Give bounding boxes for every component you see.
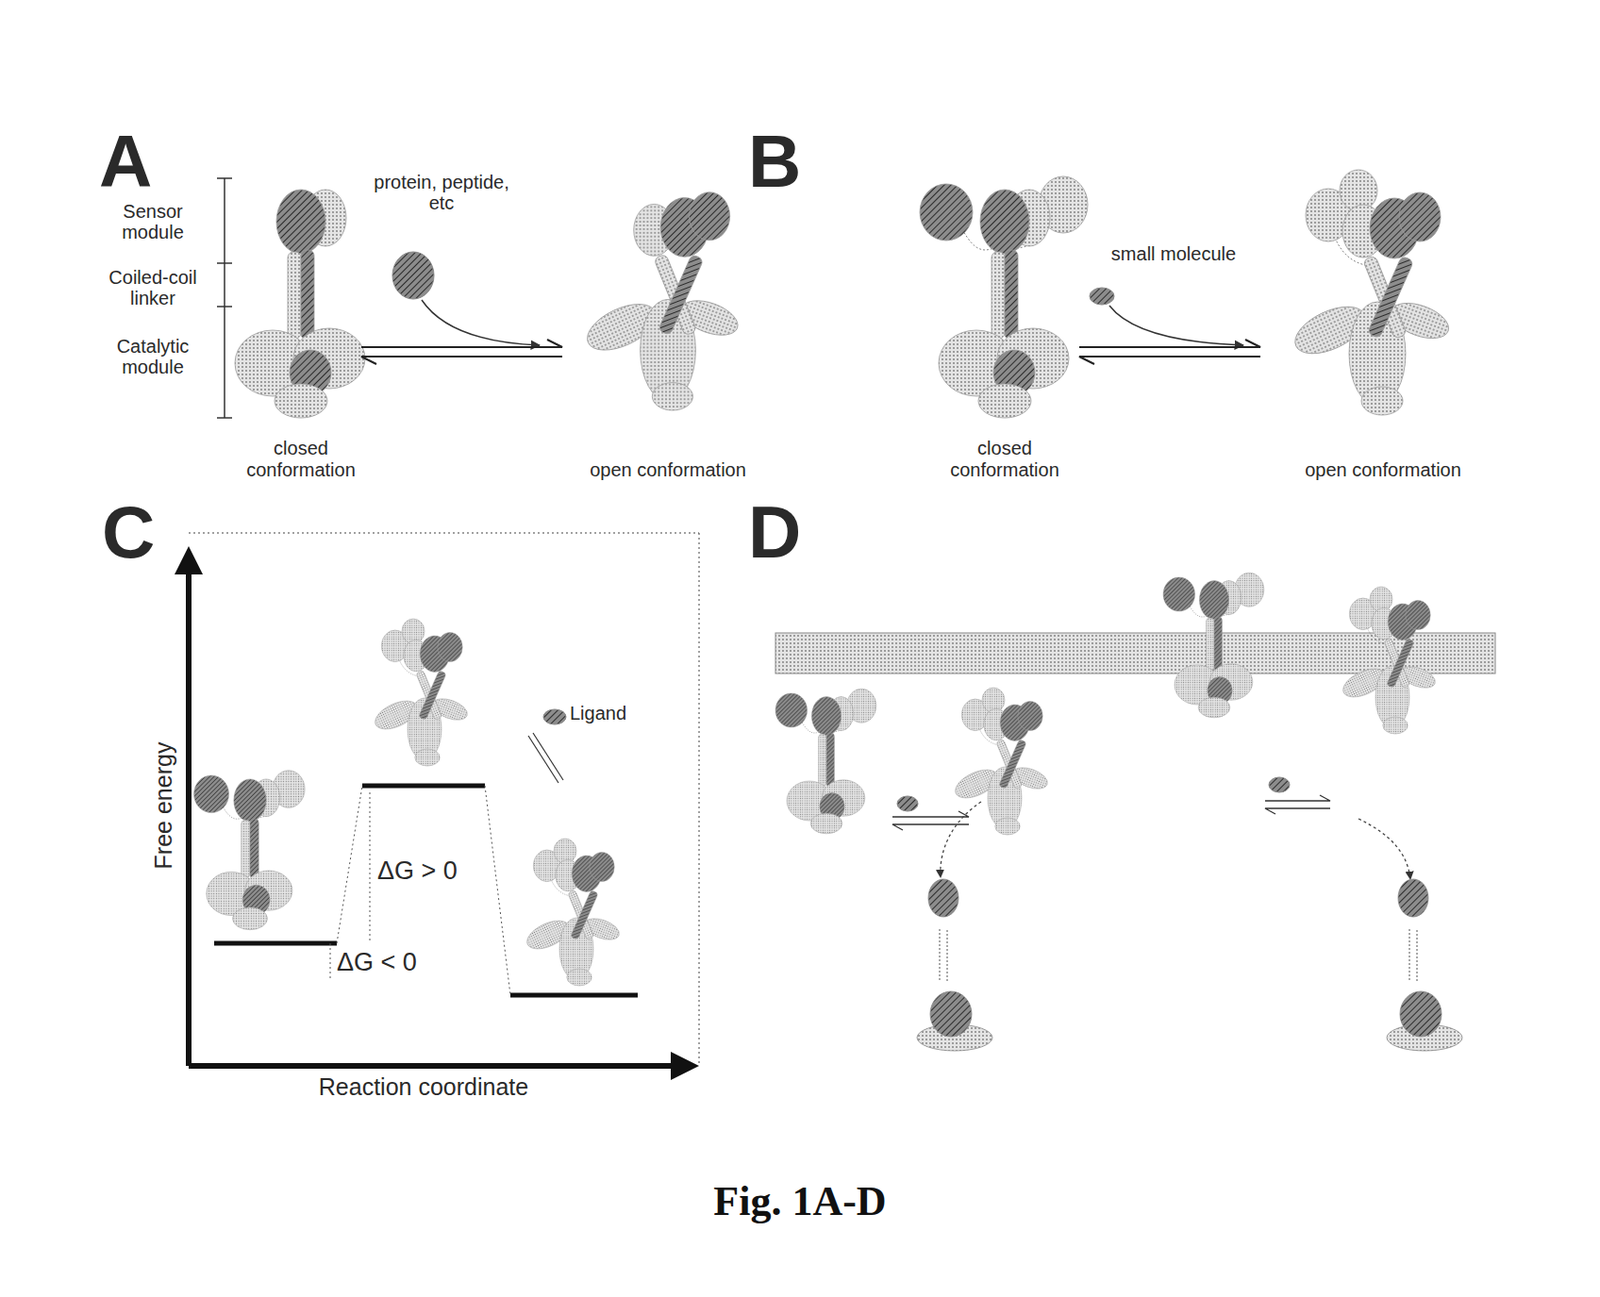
open-protein xyxy=(1287,192,1453,416)
equilibrium-arrows xyxy=(892,795,1331,831)
arrow-stroke xyxy=(361,339,563,348)
target-complex xyxy=(916,991,1463,1051)
state-label: open conformation xyxy=(587,459,749,482)
closed-protein xyxy=(938,189,1069,418)
binding-equilibrium xyxy=(939,929,1417,982)
ligand-bound-protein xyxy=(522,851,622,986)
ligand-molecule xyxy=(543,709,567,725)
module-bracket xyxy=(216,178,233,418)
axis-label: Reaction coordinate xyxy=(282,1073,566,1100)
energy-label: ΔG > 0 xyxy=(377,856,491,885)
module-label: Coiled-coil linker xyxy=(91,266,215,309)
membrane-closed-protein xyxy=(1174,581,1253,718)
state-label: open conformation xyxy=(1302,459,1464,482)
y-axis xyxy=(185,551,192,1067)
binding-arrow xyxy=(1109,305,1244,346)
ligand-label: Ligand xyxy=(569,702,655,724)
open-protein xyxy=(370,632,470,767)
module-label: Sensor module xyxy=(96,200,210,243)
panel-letter: A xyxy=(99,120,184,203)
activation-arrow xyxy=(940,801,1411,880)
open-protein xyxy=(580,192,743,411)
conformation-node: open conformation xyxy=(566,179,770,482)
panel-letter: B xyxy=(748,120,834,203)
panel-letter: C xyxy=(101,491,187,574)
arrow-stroke xyxy=(1079,339,1261,348)
module-label: Catalytic module xyxy=(96,335,210,378)
binding-arrow xyxy=(421,300,540,346)
small-molecule xyxy=(897,796,918,812)
closed-protein xyxy=(786,697,866,834)
ligand-arrow xyxy=(528,733,564,784)
plot-frame xyxy=(188,533,700,1067)
arrow-stroke xyxy=(1079,356,1261,365)
closed-protein xyxy=(206,779,293,931)
energy-label: ΔG < 0 xyxy=(336,948,450,977)
x-axis xyxy=(188,1063,694,1069)
membrane-open-protein xyxy=(1338,600,1438,734)
equilibrium-arrow xyxy=(361,339,563,365)
closed-protein xyxy=(234,189,366,418)
conformation-node: closed conformation xyxy=(933,179,1076,482)
small-molecule xyxy=(1268,777,1290,793)
equilibrium-arrow xyxy=(1079,339,1261,365)
small-molecule xyxy=(1089,287,1115,305)
ligand-label: protein, peptide, etc xyxy=(370,171,513,214)
energy-guide xyxy=(330,785,511,996)
conformation-node: open conformation xyxy=(1264,179,1502,482)
state-label: closed conformation xyxy=(220,437,382,482)
axis-label: Free energy xyxy=(150,711,177,900)
arrow-stroke xyxy=(361,356,563,365)
downstream-protein xyxy=(928,879,1429,917)
figure-caption: Fig. 1A-D xyxy=(611,1177,989,1226)
conformation-node: closed conformation xyxy=(244,179,358,482)
state-label: closed conformation xyxy=(924,437,1085,482)
panel-letter: D xyxy=(748,491,834,574)
ligand-label: small molecule xyxy=(1069,243,1278,265)
ligand-protein xyxy=(392,251,434,300)
